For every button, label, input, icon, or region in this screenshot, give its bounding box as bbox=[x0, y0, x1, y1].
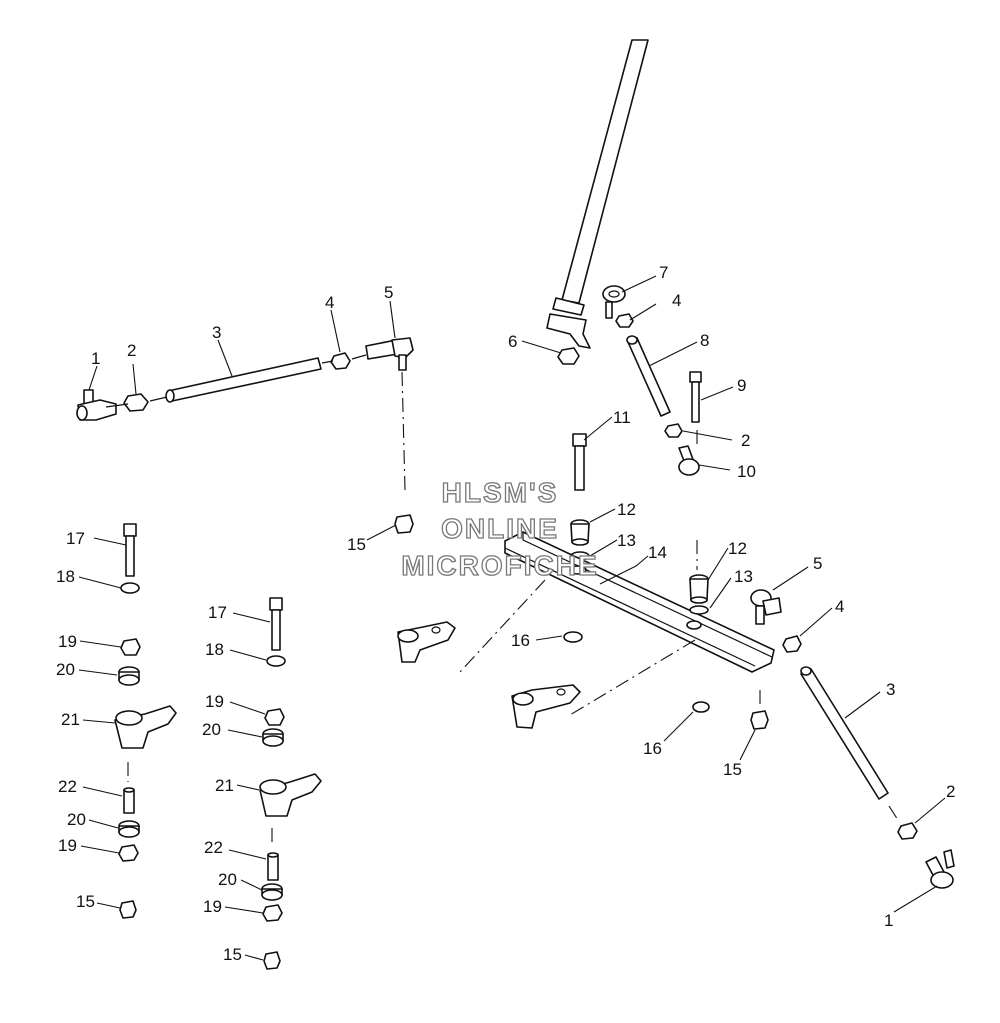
callout-lock-nut-b: 15 bbox=[223, 945, 242, 964]
callout-pin-a: 22 bbox=[58, 777, 77, 796]
stack-b-lock-nut bbox=[263, 951, 281, 970]
callout-spindle-a: 21 bbox=[61, 710, 80, 729]
callout-bolt-a: 17 bbox=[66, 529, 85, 548]
callout-nut-steering: 6 bbox=[508, 332, 517, 351]
callout-lock-nut-right: 15 bbox=[723, 760, 742, 779]
drag-link bbox=[626, 335, 671, 417]
callout-bushing-top: 12 bbox=[617, 500, 636, 519]
drag-bolt bbox=[689, 371, 702, 423]
drag-jam-nut bbox=[664, 423, 683, 438]
callout-nut-a2: 19 bbox=[58, 836, 77, 855]
stack-b-nut-2 bbox=[262, 904, 283, 922]
right-ball-joint bbox=[750, 589, 782, 625]
callout-bolt-b: 17 bbox=[208, 603, 227, 622]
callout-nut-b2: 19 bbox=[203, 897, 222, 916]
callout-tie-rod-left: 3 bbox=[212, 323, 221, 342]
nut-steering bbox=[557, 347, 580, 365]
callout-spacer-b: 20 bbox=[202, 720, 221, 739]
callout-lock-nut-center: 15 bbox=[347, 535, 366, 554]
right-tie-rod-end bbox=[925, 849, 955, 889]
callout-spacer-a2: 20 bbox=[67, 810, 86, 829]
flange-nut-a bbox=[563, 631, 583, 643]
callout-spindle-b: 21 bbox=[215, 776, 234, 795]
stack-b-nut bbox=[264, 708, 285, 726]
callout-tie-rod-end-left: 1 bbox=[91, 349, 100, 368]
callout-spacer-b2: 20 bbox=[218, 870, 237, 889]
callout-jam-nut-right: 2 bbox=[946, 782, 955, 801]
watermark-line-2: ONLINE bbox=[441, 513, 559, 544]
right-jam-nut bbox=[897, 822, 918, 840]
callout-labels: 1 2 3 4 5 6 7 4 8 9 2 10 11 12 13 15 14 … bbox=[56, 263, 955, 964]
leader-lines bbox=[78, 275, 946, 961]
upper-nut bbox=[615, 313, 634, 328]
lower-rod-end bbox=[678, 445, 700, 476]
callout-nut-upper: 4 bbox=[672, 291, 681, 310]
callout-washer-a: 18 bbox=[56, 567, 75, 586]
callout-bolt-drag: 9 bbox=[737, 376, 746, 395]
flange-nut-b bbox=[692, 701, 710, 713]
stack-a-washer bbox=[120, 582, 140, 594]
callout-pin-b: 22 bbox=[204, 838, 223, 857]
right-tie-rod bbox=[800, 666, 889, 800]
watermark-line-3: MICROFICHE bbox=[401, 550, 598, 581]
stack-b-washer bbox=[266, 655, 286, 667]
callout-tie-rod-right: 3 bbox=[886, 680, 895, 699]
stack-a-nut bbox=[120, 638, 141, 656]
callout-nut-left: 4 bbox=[325, 293, 334, 312]
center-bushing-2 bbox=[689, 574, 709, 604]
left-tie-rod bbox=[165, 357, 322, 403]
stack-b-bolt bbox=[269, 597, 283, 651]
callout-spacer-a: 20 bbox=[56, 660, 75, 679]
stack-b-pin bbox=[267, 852, 279, 881]
callout-bushing-mid: 12 bbox=[728, 539, 747, 558]
callout-flange-nut-a: 16 bbox=[511, 631, 530, 650]
callout-jam-nut-drag: 2 bbox=[741, 431, 750, 450]
stack-a-spindle bbox=[114, 705, 177, 749]
spindle-arm-upper bbox=[397, 621, 456, 663]
callout-drag-link: 8 bbox=[700, 331, 709, 350]
stack-b-spacer bbox=[262, 728, 284, 747]
callout-jam-nut-left: 2 bbox=[127, 341, 136, 360]
callout-rod-end-lower: 10 bbox=[737, 462, 756, 481]
center-bushing bbox=[570, 519, 590, 546]
center-lock-nut bbox=[394, 514, 414, 534]
left-nut bbox=[330, 352, 351, 370]
callout-lock-nut-a: 15 bbox=[76, 892, 95, 911]
callout-ball-joint-right: 5 bbox=[813, 554, 822, 573]
callout-steering-arm: 14 bbox=[648, 543, 667, 562]
upper-rod-end bbox=[602, 285, 626, 319]
stack-a-pin bbox=[123, 787, 135, 814]
stack-b-spacer-2 bbox=[261, 883, 283, 901]
callout-rod-end-upper: 7 bbox=[659, 263, 668, 282]
right-lock-nut bbox=[750, 710, 769, 730]
spindle-arm-lower bbox=[511, 684, 581, 729]
watermark-line-1: HLSM'S bbox=[442, 477, 559, 508]
stack-b-spindle bbox=[259, 773, 322, 817]
left-ball-joint bbox=[365, 337, 414, 371]
callout-washer-b: 18 bbox=[205, 640, 224, 659]
callout-washer-mid: 13 bbox=[734, 567, 753, 586]
callout-nut-right: 4 bbox=[835, 597, 844, 616]
steering-arm bbox=[504, 531, 775, 673]
callout-nut-b: 19 bbox=[205, 692, 224, 711]
callout-washer-top: 13 bbox=[617, 531, 636, 550]
left-jam-nut bbox=[123, 393, 149, 412]
callout-bolt-center: 11 bbox=[613, 408, 631, 427]
stack-a-bolt bbox=[123, 523, 137, 577]
stack-a-nut-2 bbox=[118, 844, 139, 862]
center-bolt bbox=[572, 433, 587, 491]
callout-tie-rod-end-right: 1 bbox=[884, 911, 893, 930]
watermark: HLSM'S ONLINE MICROFICHE bbox=[401, 476, 598, 581]
left-tie-rod-end bbox=[76, 389, 117, 421]
center-washer-2 bbox=[689, 605, 709, 615]
stack-a-spacer-2 bbox=[118, 820, 140, 838]
steering-column bbox=[546, 39, 649, 349]
callout-nut-a: 19 bbox=[58, 632, 77, 651]
right-nut bbox=[782, 635, 802, 653]
callout-flange-nut-b: 16 bbox=[643, 739, 662, 758]
stack-a-spacer bbox=[118, 666, 140, 686]
stack-a-lock-nut bbox=[119, 900, 137, 919]
callout-ball-joint-left: 5 bbox=[384, 283, 393, 302]
